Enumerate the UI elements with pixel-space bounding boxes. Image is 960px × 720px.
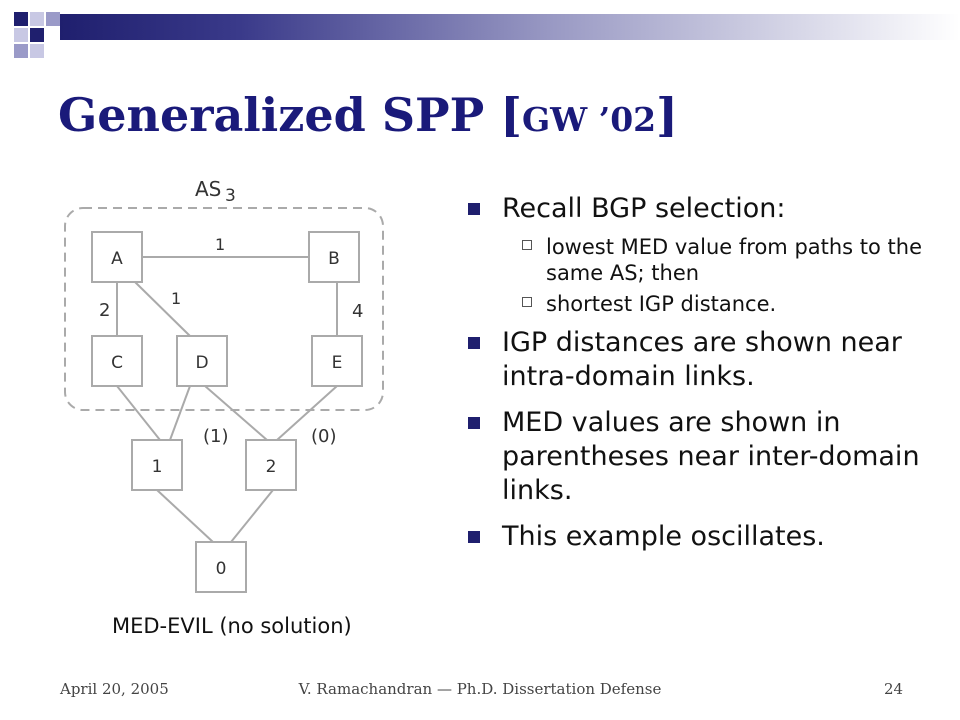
node-e <box>311 335 363 387</box>
bullet-text: IGP distances are shown near intra-domai… <box>502 327 902 392</box>
network-diagram: AS 3 1 2 1 4 (1) (0) A B C D E 1 2 0 <box>64 177 384 593</box>
bullet-text: Recall BGP selection: <box>502 193 786 224</box>
deco-square <box>14 44 28 58</box>
hollow-square-bullet-icon <box>522 297 532 307</box>
med-label-d-2: (1) <box>203 426 229 447</box>
hollow-square-bullet-icon <box>522 240 532 250</box>
link-e-2 <box>276 385 338 441</box>
sub-bullet-text: shortest IGP distance. <box>546 292 777 316</box>
node-d-label: D <box>195 353 208 373</box>
deco-square <box>30 12 44 26</box>
bullet-item: Recall BGP selection: <box>468 192 948 226</box>
bullet-text: MED values are shown in parentheses near… <box>502 407 920 506</box>
node-0 <box>195 541 247 593</box>
node-b-label: B <box>328 249 340 269</box>
deco-square <box>30 44 44 58</box>
sub-bullet-item: lowest MED value from paths to the same … <box>468 234 948 286</box>
node-2-label: 2 <box>266 457 277 477</box>
bullet-item: This example oscillates. <box>468 520 948 554</box>
igp-label-a-d: 1 <box>171 289 181 308</box>
deco-square <box>14 12 28 26</box>
med-label-e-2: (0) <box>311 426 337 447</box>
square-bullet-icon <box>468 531 480 543</box>
footer-date: April 20, 2005 <box>60 680 169 698</box>
node-a <box>91 231 143 283</box>
node-c-label: C <box>111 353 123 373</box>
node-0-label: 0 <box>216 559 227 579</box>
title-bracket-open: [ <box>500 88 522 142</box>
link-d-1 <box>169 385 191 441</box>
igp-label-a-c: 2 <box>99 300 110 321</box>
bullet-item: MED values are shown in parentheses near… <box>468 406 948 508</box>
node-c <box>91 335 143 387</box>
node-e-label: E <box>332 353 343 373</box>
diagram-caption: MED-EVIL (no solution) <box>112 614 352 638</box>
sub-bullet-item: shortest IGP distance. <box>468 291 948 317</box>
link-d-2 <box>204 385 268 441</box>
square-bullet-icon <box>468 337 480 349</box>
header-bar <box>60 14 960 40</box>
as-label: AS <box>195 177 221 201</box>
igp-label-b-e: 4 <box>352 301 363 322</box>
page-number: 24 <box>884 680 904 698</box>
node-d <box>176 335 228 387</box>
link-1-0 <box>156 489 214 543</box>
node-a-label: A <box>111 249 123 269</box>
bullet-item: IGP distances are shown near intra-domai… <box>468 326 948 394</box>
title-text: Generalized SPP <box>58 88 501 142</box>
title-citation: GW ’02 <box>522 100 657 139</box>
link-a-d <box>134 281 191 337</box>
bullet-list: Recall BGP selection: lowest MED value f… <box>468 192 948 566</box>
igp-label-a-b: 1 <box>215 235 225 254</box>
title-bracket-close: ] <box>656 88 678 142</box>
deco-square <box>46 12 60 26</box>
bullet-text: This example oscillates. <box>502 521 825 552</box>
node-2 <box>245 439 297 491</box>
node-1 <box>131 439 183 491</box>
as-number: 3 <box>225 186 236 206</box>
slide-title: Generalized SPP [GW ’02] <box>58 88 678 142</box>
square-bullet-icon <box>468 417 480 429</box>
footer-title: V. Ramachandran — Ph.D. Dissertation Def… <box>298 680 662 698</box>
deco-square <box>14 28 28 42</box>
link-2-0 <box>230 489 274 543</box>
as-boundary <box>64 207 384 411</box>
link-c-1 <box>116 385 161 441</box>
node-b <box>308 231 360 283</box>
square-bullet-icon <box>468 203 480 215</box>
deco-square <box>30 28 44 42</box>
node-1-label: 1 <box>152 457 163 477</box>
sub-bullet-text: lowest MED value from paths to the same … <box>546 235 923 285</box>
